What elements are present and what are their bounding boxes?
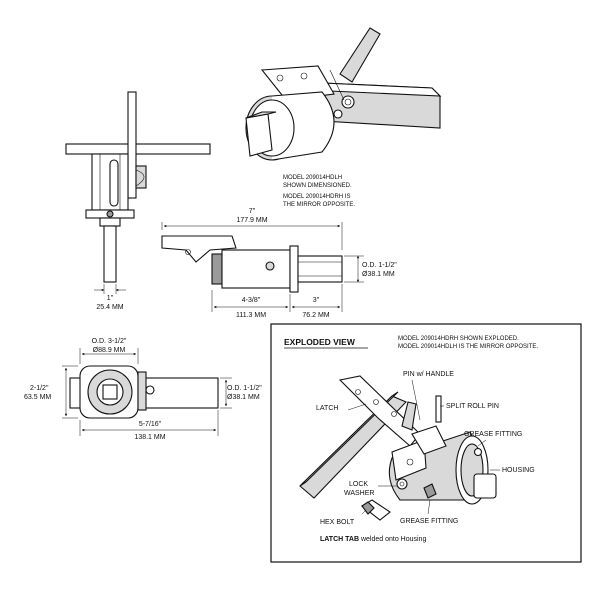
front-view [65, 91, 211, 283]
exploded-note-2: MODEL 209014HDLH IS THE MIRROR OPPOSITE. [398, 344, 538, 350]
label-latch: LATCH [316, 405, 338, 412]
label-latch-tab: LATCH TAB welded onto Housing [320, 536, 426, 543]
dim-handle-mm: 76.2 MM [302, 312, 329, 319]
label-grease-fitting-bottom: GREASE FITTING [400, 518, 458, 525]
dim-od-large-mm: Ø88.9 MM [93, 347, 126, 354]
dim-length-in: 5-7/16" [139, 421, 162, 428]
note-dimensioned-1: MODEL 209014HDLH [283, 175, 342, 181]
dim-od-large-in: O.D. 3-1/2" [92, 338, 127, 345]
dim-width-in: 1" [107, 295, 114, 302]
label-split-roll-pin: SPLIT ROLL PIN [446, 403, 499, 410]
exploded-note-1: MODEL 209014HDRH SHOWN EXPLODED. [398, 336, 519, 342]
label-hex-bolt: HEX BOLT [320, 519, 355, 526]
dim-width-mm: 25.4 MM [96, 304, 123, 311]
dim-height-in: 2-1/2" [30, 385, 49, 392]
dim-od-small-in: O.D. 1-1/2" [362, 262, 397, 269]
dim-od-bottom-mm: Ø38.1 MM [227, 394, 260, 401]
label-housing: HOUSING [502, 467, 535, 474]
side-view [161, 235, 343, 293]
bottom-view [69, 365, 219, 419]
dim-od-small-mm: Ø38.1 MM [362, 271, 395, 278]
dim-height-mm: 63.5 MM [24, 394, 51, 401]
note-mirror-2: THE MIRROR OPPOSITE. [283, 202, 355, 208]
dim-length-mm: 138.1 MM [134, 434, 165, 441]
exploded-view-title: EXPLODED VIEW [284, 337, 356, 347]
dim-housing-mm: 111.3 MM [236, 312, 266, 319]
label-grease-fitting-top: GREASE FITTING [464, 431, 522, 438]
isometric-view [245, 27, 442, 161]
dim-overall-mm: 177.9 MM [236, 217, 267, 224]
note-mirror-1: MODEL 209014HDRH IS [283, 194, 350, 200]
dim-housing-in: 4-3/8" [242, 297, 261, 304]
label-pin-handle: PIN w/ HANDLE [403, 371, 454, 378]
label-lock: LOCK [349, 481, 368, 488]
dim-overall-in: 7" [249, 208, 256, 215]
label-washer: WASHER [344, 490, 374, 497]
dim-handle-in: 3" [313, 297, 320, 304]
exploded-assembly [299, 375, 497, 521]
note-dimensioned-2: SHOWN DIMENSIONED. [283, 183, 352, 189]
dim-od-bottom-in: O.D. 1-1/2" [227, 385, 262, 392]
